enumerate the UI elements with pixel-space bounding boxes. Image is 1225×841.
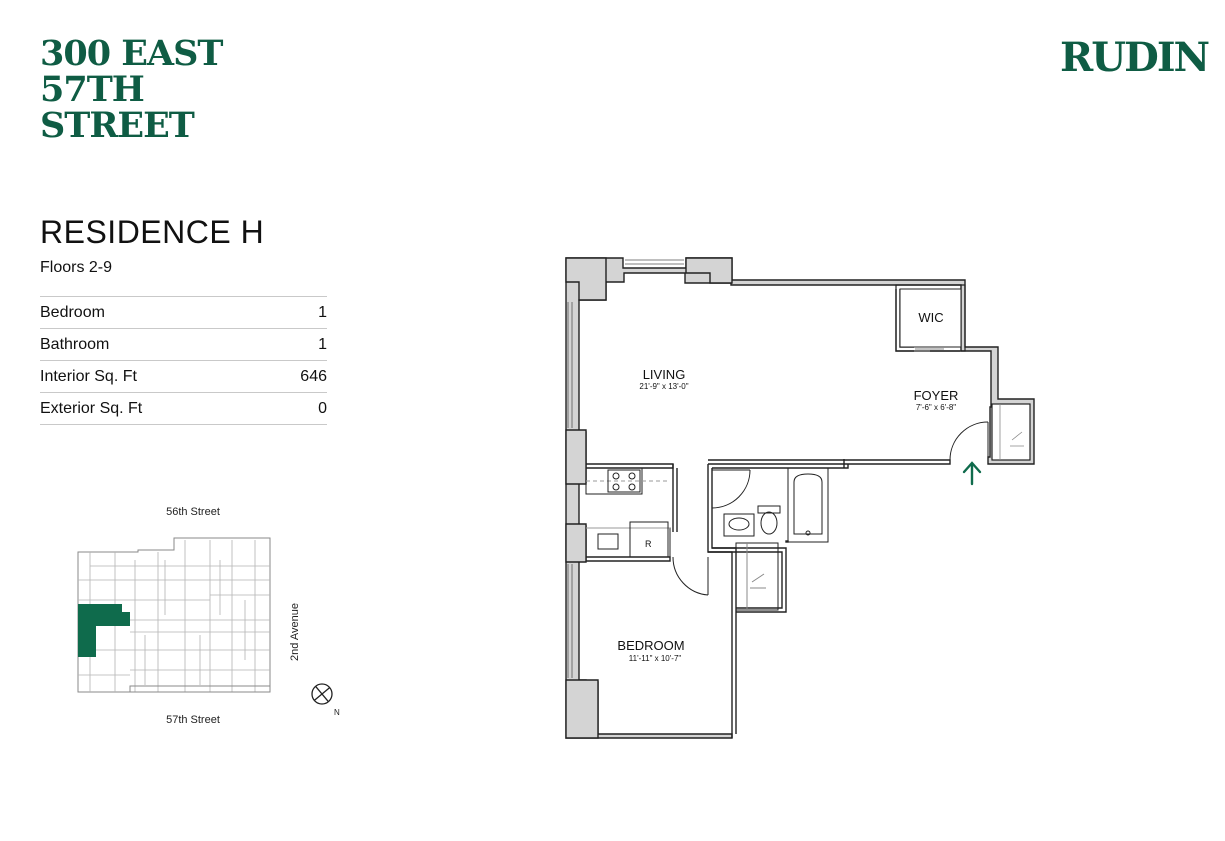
room-name-bedroom: BEDROOM — [617, 638, 684, 653]
room-dims-bedroom: 11'-11" x 10'-7" — [629, 654, 682, 663]
spec-row-interior: Interior Sq. Ft 646 — [40, 361, 327, 393]
spec-label: Interior Sq. Ft — [40, 367, 137, 385]
spec-value: 646 — [300, 367, 327, 385]
entry-closet — [991, 403, 1031, 461]
exterior-wall — [565, 257, 1035, 739]
building-name: 300 EAST 57TH STREET — [40, 33, 223, 146]
windows — [567, 259, 684, 678]
spec-row-exterior: Exterior Sq. Ft 0 — [40, 393, 327, 425]
room-name-living: LIVING — [643, 367, 686, 382]
building-footprint — [77, 537, 271, 693]
spec-value: 0 — [318, 399, 327, 417]
building-name-line: STREET — [40, 105, 195, 146]
spec-label: Exterior Sq. Ft — [40, 399, 143, 417]
bath-door — [711, 469, 751, 509]
compass-icon — [311, 683, 333, 705]
spec-table: Bedroom 1 Bathroom 1 Interior Sq. Ft 646… — [40, 296, 327, 425]
key-plan: 56th Street 2nd — [77, 506, 340, 725]
rudin-logo: RUDIN — [1060, 34, 1210, 81]
avenue-label: 2nd Avenue — [289, 603, 301, 661]
compass-north-label: N — [334, 708, 340, 717]
spec-label: Bedroom — [40, 303, 105, 321]
room-name-wic: WIC — [918, 310, 943, 325]
spec-value: 1 — [318, 335, 327, 353]
south-street-label: 57th Street — [166, 714, 220, 725]
spec-label: Bathroom — [40, 335, 110, 353]
bedroom-door — [672, 556, 709, 596]
unit-highlight — [78, 604, 130, 657]
refrigerator-label: R — [645, 539, 652, 549]
bedroom-closet — [735, 542, 779, 611]
floors-label: Floors 2-9 — [40, 259, 113, 276]
spec-row-bedroom: Bedroom 1 — [40, 297, 327, 329]
floor-plan: R LIVING 21'-9" x 13'-0" FOYER 7'-6" x 6… — [565, 257, 1035, 739]
room-dims-living: 21'-9" x 13'-0" — [639, 382, 688, 391]
entry-arrow-icon — [962, 461, 982, 486]
spec-row-bathroom: Bathroom 1 — [40, 329, 327, 361]
entry-door — [949, 421, 989, 461]
spec-value: 1 — [318, 303, 327, 321]
wic-wall — [895, 284, 966, 352]
building-name-line: 300 EAST — [40, 33, 223, 74]
north-street-label: 56th Street — [166, 506, 220, 518]
room-dims-foyer: 7'-6" x 6'-8" — [916, 403, 956, 412]
room-name-foyer: FOYER — [914, 388, 959, 403]
bathroom-fixtures — [723, 467, 829, 543]
building-name-line: 57TH — [40, 69, 145, 110]
residence-title: RESIDENCE H — [40, 214, 265, 250]
kitchen — [585, 467, 671, 558]
